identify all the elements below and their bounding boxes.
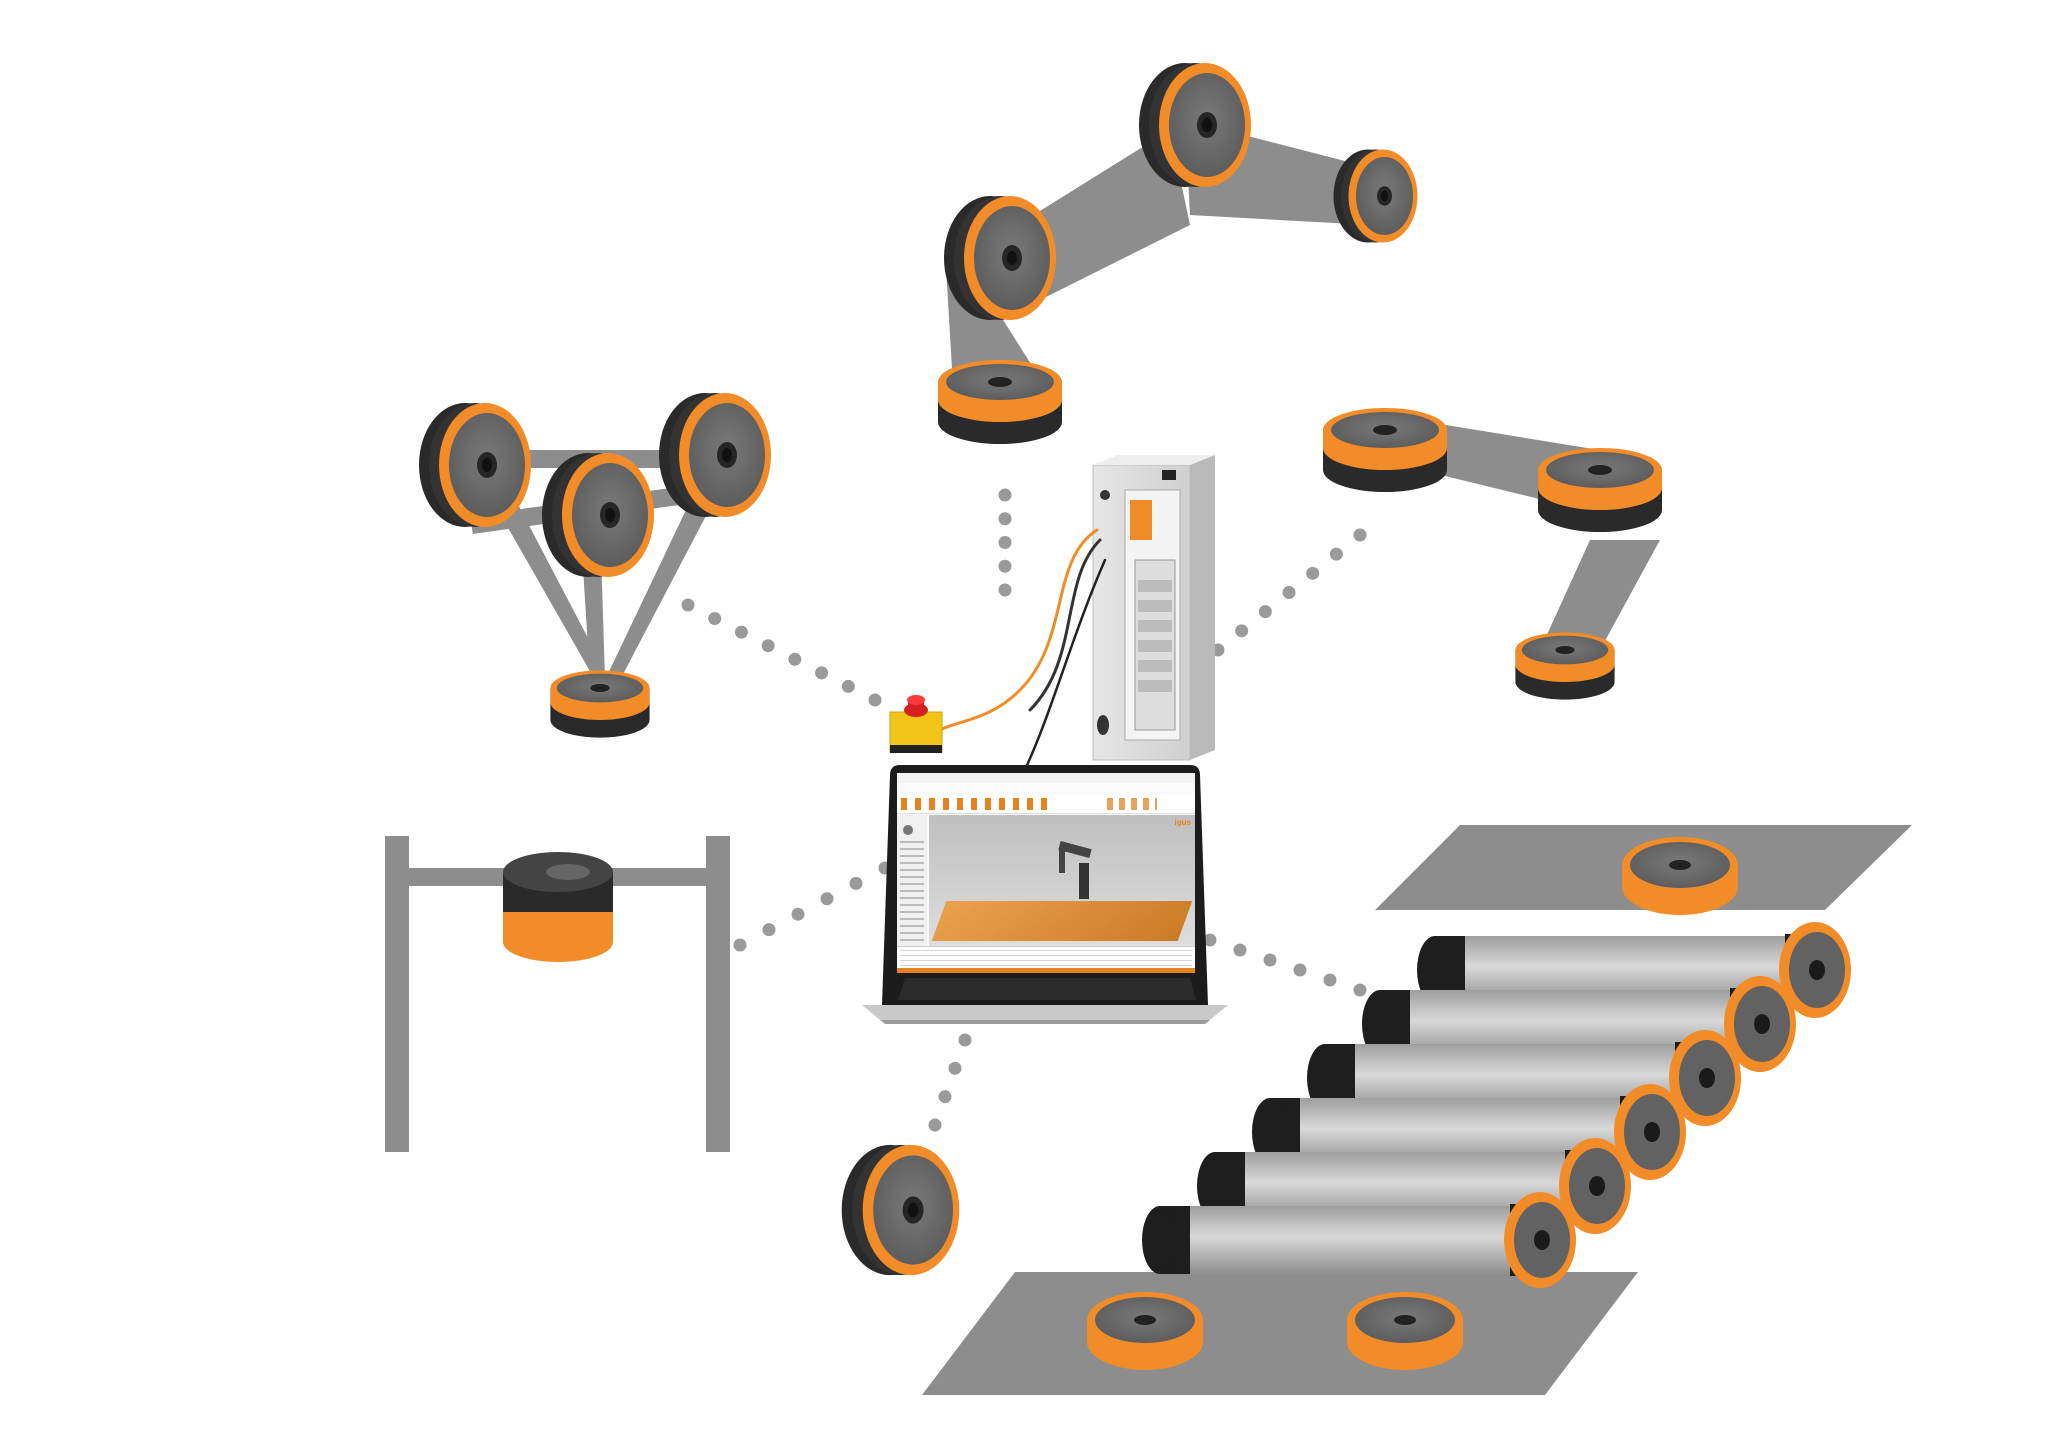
- status-led: [903, 825, 913, 835]
- connection-dot: [998, 583, 1012, 597]
- connection-dot: [681, 598, 695, 612]
- cables: [938, 528, 1107, 782]
- robot-joint-motor-icon: [1323, 408, 1447, 492]
- connection-dot: [868, 693, 882, 707]
- toolbar: [897, 795, 1195, 814]
- window-title: [897, 773, 1195, 783]
- log-panel: [897, 946, 1195, 973]
- robot-joint-motor-icon: [938, 360, 1062, 444]
- log-status-bar: [897, 968, 1195, 973]
- connection-dot: [761, 639, 775, 653]
- connection-dot: [998, 536, 1012, 549]
- connection-dot: [1293, 963, 1307, 977]
- connection-dots: [681, 488, 1367, 1132]
- robot-joint-motor-icon: [1515, 632, 1615, 700]
- connection-dot: [1329, 547, 1343, 561]
- robot-model-icon: [1058, 833, 1099, 903]
- connection-dot: [820, 892, 834, 906]
- robot-joint-motor-icon: [1087, 1292, 1203, 1370]
- connection-dot: [998, 512, 1012, 526]
- connection-dot: [1323, 973, 1337, 987]
- connection-dot: [791, 907, 805, 921]
- connection-dot: [788, 652, 802, 666]
- conveyor-system: [922, 825, 1912, 1395]
- robot-joint-motor-icon: [944, 196, 1056, 320]
- robot-3d-viewport[interactable]: igus: [929, 815, 1195, 947]
- toolbar-icons-right[interactable]: [1107, 798, 1157, 810]
- status-lines: [900, 841, 924, 951]
- connection-dot: [938, 1090, 952, 1104]
- robot-joint-motor-icon: [542, 453, 654, 577]
- connection-dot: [1203, 933, 1217, 947]
- connection-dot: [948, 1061, 962, 1075]
- connection-dot: [1263, 953, 1277, 967]
- scara-robot: [1323, 408, 1662, 700]
- connection-dot: [734, 625, 748, 639]
- connection-dot: [1353, 983, 1367, 997]
- connection-dot: [1306, 566, 1320, 580]
- connection-dot: [1235, 624, 1249, 638]
- connection-dot: [708, 612, 722, 626]
- robot-joint-motor-icon: [659, 393, 771, 517]
- connection-dot: [815, 666, 829, 680]
- robot-joint-motor-icon: [1333, 149, 1418, 243]
- connection-dot: [841, 679, 855, 693]
- connection-dot: [998, 559, 1012, 573]
- robot-joint-motor-icon: [841, 1144, 960, 1276]
- viewport-floor: [931, 901, 1193, 941]
- robot-joint-motor-icon: [1538, 448, 1662, 532]
- robot-joint-motor-icon: [419, 403, 531, 527]
- robot-joint-motor-icon: [1622, 837, 1738, 915]
- connection-dot: [762, 923, 776, 937]
- robot-joint-motor-icon: [503, 852, 613, 962]
- log-lines: [900, 950, 1192, 966]
- toolbar-icons[interactable]: [901, 798, 1051, 810]
- robot-joint-motor-icon: [550, 670, 650, 738]
- delta-robot: [419, 393, 771, 738]
- emergency-stop-button[interactable]: [889, 695, 943, 753]
- conveyor-roller: [1142, 1192, 1576, 1288]
- connection-dot: [849, 876, 863, 890]
- laptop-screen: igus: [897, 773, 1195, 973]
- status-sidebar: [897, 815, 927, 951]
- control-cabinet-icon: [1092, 455, 1215, 761]
- connection-dot: [1353, 528, 1367, 542]
- connection-dot: [998, 488, 1012, 502]
- connection-dot: [928, 1118, 942, 1132]
- connection-dot: [733, 938, 747, 952]
- connection-dot: [1258, 605, 1272, 619]
- gantry-robot: [385, 836, 730, 1152]
- connection-dot: [958, 1033, 972, 1047]
- igus-logo: igus: [1174, 818, 1191, 827]
- connection-dot: [1233, 943, 1247, 957]
- robot-joint-motor-icon: [1347, 1292, 1463, 1370]
- robot-joint-motor-icon: [1139, 63, 1251, 187]
- connection-dot: [1282, 586, 1296, 599]
- articulated-arm-robot: [938, 63, 1418, 444]
